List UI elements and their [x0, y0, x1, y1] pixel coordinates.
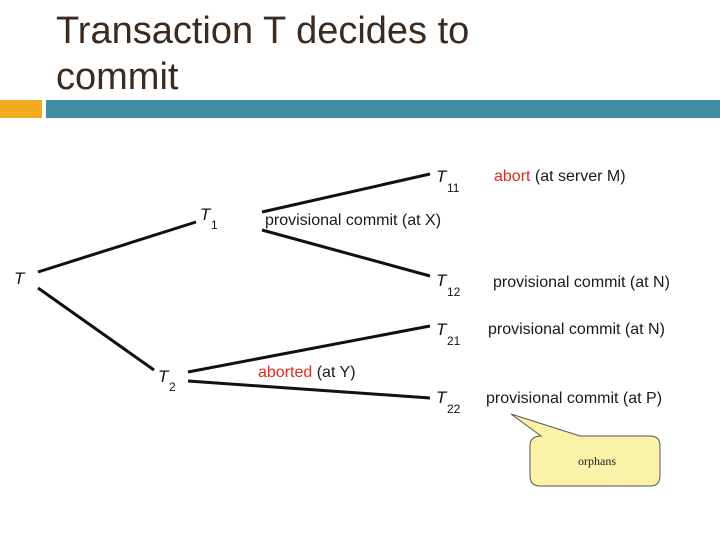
node-t12: T	[436, 271, 448, 290]
node-t2: T	[158, 367, 170, 386]
accent-bar-orange	[0, 100, 42, 118]
node-t2-sub: 2	[169, 380, 176, 394]
tree-edges	[37, 172, 431, 400]
orphans-callout: orphans	[510, 413, 661, 487]
edge-t-t2	[37, 286, 155, 372]
node-t: T	[14, 269, 26, 288]
node-t21-sub: 21	[447, 334, 461, 348]
label-t1: provisional commit (at X)	[265, 212, 441, 229]
callout-bubble	[510, 413, 661, 487]
node-t1: T	[200, 205, 212, 224]
slide-title-line1: Transaction T decides to	[56, 10, 470, 52]
node-t22: T	[436, 388, 448, 407]
label-t21: provisional commit (at N)	[488, 321, 665, 338]
slide-title-line2: commit	[56, 56, 179, 98]
label-t11: abort (at server M)	[494, 168, 626, 185]
label-t11-location: (at server M)	[530, 168, 625, 185]
edge-t-t1	[37, 220, 197, 274]
edge-t2-t21	[187, 324, 431, 374]
node-t11-sub: 11	[447, 181, 460, 195]
node-t1-sub: 1	[211, 218, 218, 232]
edge-t1-t11	[261, 172, 431, 214]
label-t22: provisional commit (at P)	[486, 390, 662, 407]
edge-t2-t22	[187, 379, 431, 400]
edge-t1-t12	[261, 228, 431, 278]
label-t12: provisional commit (at N)	[493, 274, 670, 291]
label-t2: aborted (at Y)	[258, 364, 356, 381]
node-t12-sub: 12	[447, 285, 461, 299]
label-t2-aborted: aborted	[258, 364, 312, 381]
node-t21: T	[436, 320, 448, 339]
label-t2-location: (at Y)	[312, 364, 355, 381]
slide-title: Transaction T decides to commit	[56, 8, 616, 100]
accent-bar-teal	[46, 100, 720, 118]
label-t11-abort: abort	[494, 168, 531, 185]
callout-label: orphans	[578, 454, 616, 468]
node-t11: T	[436, 167, 448, 186]
node-t22-sub: 22	[447, 402, 461, 416]
